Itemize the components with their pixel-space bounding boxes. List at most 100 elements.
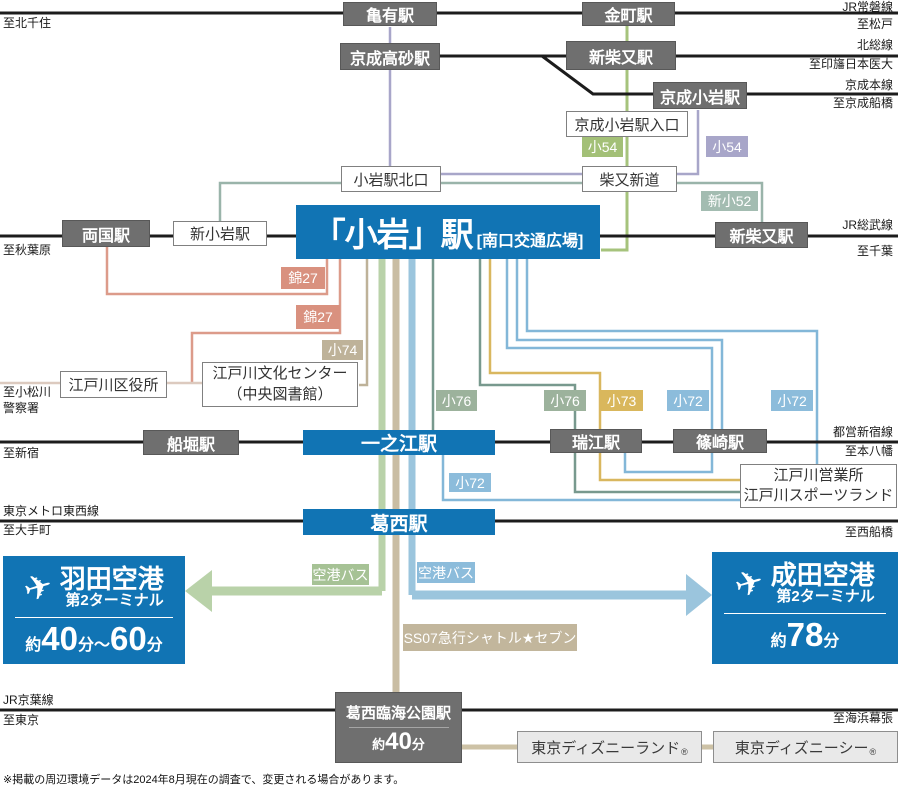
route-ko76-sportsland-line [573, 453, 741, 494]
badge-ko73: 小73 [600, 390, 643, 411]
label-to-keisei-funabashi: 至京成船橋 [832, 96, 893, 110]
badge-shuttle-seven: SS07急行シャトル★セブン [403, 624, 577, 651]
route-ko72-shinozaki-line-2 [505, 259, 714, 431]
haneda-arrowhead [185, 570, 212, 612]
route-ko74-line [359, 259, 369, 387]
label-to-inba: 至印旛日本医大 [808, 57, 893, 71]
time-value: 78 [786, 615, 824, 653]
haneda-name: 羽田空港 [59, 564, 164, 594]
divider [724, 612, 886, 614]
station-kasai: 葛西駅 [303, 509, 495, 535]
narita-arrowhead [686, 574, 712, 616]
label-to-motoyawata: 至本八幡 [844, 444, 893, 458]
label-to-kaihimmakuhari: 至海浜幕張 [832, 711, 893, 725]
time-prefix: 約 [372, 737, 386, 752]
route-ko54-green-kanamachi-line [601, 26, 629, 252]
route-nishiki27-wardoffice-line [190, 259, 342, 383]
rail-keisei-main-line [541, 54, 898, 96]
badge-airport-bus-haneda: 空港バス [312, 564, 369, 585]
disneyland-name: 東京ディズニーランド [531, 739, 681, 757]
hub-title: 「小岩」駅 [312, 216, 474, 253]
kasai-rinkai-name: 葛西臨海公園駅 [345, 705, 451, 722]
route-ko73-office-line [598, 453, 741, 482]
badge-ko72-1: 小72 [667, 390, 709, 411]
route-ko72-ichinoe-office-line [441, 455, 741, 502]
badge-ko76-2: 小76 [544, 390, 586, 411]
bunka-center-line1: 江戸川文化センター [212, 365, 348, 383]
label-to-kitasenju: 至北千住 [3, 16, 52, 30]
time-unit: 分 [823, 632, 840, 650]
station-mizue: 瑞江駅 [550, 429, 642, 453]
route-ko72-mizue-shinozaki-link [623, 453, 714, 474]
narita-airport-card: ✈ 成田空港 第2ターミナル 約 78 分 [712, 552, 898, 664]
route-ko72-shinozaki-line-1 [515, 259, 724, 431]
time-prefix: 約 [770, 632, 787, 650]
label-joban-line: JR常磐線 [842, 0, 893, 14]
label-to-komatsugawa: 至小松川 [3, 385, 52, 399]
kasai-rinkai-travel-time: 約 40 分 [372, 730, 425, 754]
registered-mark: ® [869, 747, 877, 757]
time-value-2: 60 [110, 619, 147, 657]
route-ko72-office-east-line [525, 259, 819, 465]
label-police-station: 警察署 [3, 401, 40, 415]
label-to-akihabara: 至秋葉原 [3, 243, 52, 257]
time-separator: ～ [94, 636, 111, 654]
time-unit: 分 [411, 737, 425, 752]
stop-edogawa-ward-office: 江戸川区役所 [60, 371, 167, 398]
label-to-nishifunabashi: 至西船橋 [844, 525, 893, 539]
badge-ko74: 小74 [322, 340, 363, 360]
divider [348, 727, 449, 728]
poi-disneyland: 東京ディズニーランド ® [517, 731, 702, 763]
badge-airport-bus-narita: 空港バス [417, 562, 475, 583]
badge-ko72-2: 小72 [771, 390, 813, 411]
station-ichinoe: 一之江駅 [303, 430, 495, 455]
route-shinko52-west-line [218, 181, 341, 222]
route-shinko52-east-line [441, 181, 764, 223]
station-shin-shibamata-hokuso: 新柴又駅 [566, 41, 676, 70]
label-keiyo-line: JR京葉線 [3, 693, 54, 707]
poi-disneysea: 東京ディズニーシー ® [713, 731, 898, 763]
haneda-travel-time: 約 40 分 ～ 60 分 [3, 622, 185, 655]
narita-travel-time: 約 78 分 [712, 618, 898, 651]
station-kasai-rinkai-koen-card: 葛西臨海公園駅 約 40 分 [335, 692, 462, 763]
label-toei-shinjuku-line: 都営新宿線 [832, 425, 893, 439]
narita-terminal: 第2ターミナル [776, 588, 875, 606]
route-nishiki27-ryogoku-line [105, 247, 329, 296]
haneda-airport-card: ✈ 羽田空港 第2ターミナル 約 40 分 ～ 60 分 [3, 556, 185, 664]
hub-subtitle: [南口交通広場] [476, 233, 584, 250]
badge-shinko52: 新小52 [701, 191, 758, 211]
bunka-center-line2: （中央図書館） [227, 385, 333, 403]
label-to-shinjuku: 至新宿 [3, 446, 40, 460]
station-funabori: 船堀駅 [143, 430, 239, 455]
stop-edogawa-office: 江戸川営業所 江戸川スポーツランド [740, 464, 897, 508]
time-prefix: 約 [25, 636, 42, 654]
edogawa-office-line1: 江戸川営業所 [773, 466, 864, 484]
route-ko54-purple-keiseikoiwa-line [441, 110, 700, 176]
narita-name: 成田空港 [770, 560, 875, 590]
station-kanamachi: 金町駅 [582, 2, 675, 26]
time-unit-2: 分 [146, 636, 163, 654]
station-ryogoku: 両国駅 [62, 220, 150, 247]
label-hokuso-line: 北総線 [856, 38, 893, 52]
badge-ko54-green: 小54 [582, 137, 623, 157]
label-to-otemachi: 至大手町 [3, 523, 52, 537]
label-sobu-line: JR総武線 [842, 218, 893, 232]
divider [15, 616, 173, 618]
stop-koiwa-north-exit: 小岩駅北口 [341, 166, 441, 192]
footnote: ※掲載の周辺環境データは2024年8月現在の調査で、変更される場合があります。 [3, 774, 405, 786]
disneysea-name: 東京ディズニーシー [734, 739, 869, 757]
airplane-icon: ✈ [19, 565, 58, 611]
badge-ko72-3: 小72 [449, 473, 491, 492]
badge-ko54-purple: 小54 [706, 136, 748, 157]
airplane-icon: ✈ [730, 561, 769, 607]
station-keisei-koiwa: 京成小岩駅 [653, 82, 747, 109]
badge-nishiki27-1: 錦27 [281, 267, 325, 289]
station-shin-koiwa: 新小岩駅 [173, 221, 267, 246]
station-shinozaki: 篠崎駅 [673, 429, 767, 453]
label-to-chiba: 至千葉 [856, 244, 893, 258]
stop-bunka-center: 江戸川文化センター （中央図書館） [202, 362, 358, 407]
label-to-tokyo: 至東京 [3, 713, 40, 727]
time-value: 40 [385, 728, 412, 755]
hub-koiwa-station: 「小岩」駅 [南口交通広場] [296, 205, 600, 259]
stop-keisei-koiwa-entrance: 京成小岩駅入口 [566, 111, 688, 137]
